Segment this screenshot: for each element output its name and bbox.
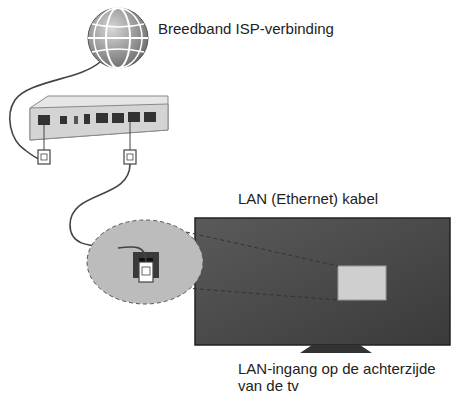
router (30, 96, 168, 164)
lan-port-callout (87, 220, 203, 304)
port-label: LAN-ingang op de achterzijde van de tv (238, 360, 453, 395)
zoom-line (186, 288, 338, 300)
zoom-line (186, 232, 338, 266)
tv (195, 218, 450, 353)
cable-label: LAN (Ethernet) kabel (238, 190, 448, 207)
connection-label: Breedband ISP-verbinding (158, 20, 448, 37)
globe-icon (88, 8, 148, 68)
